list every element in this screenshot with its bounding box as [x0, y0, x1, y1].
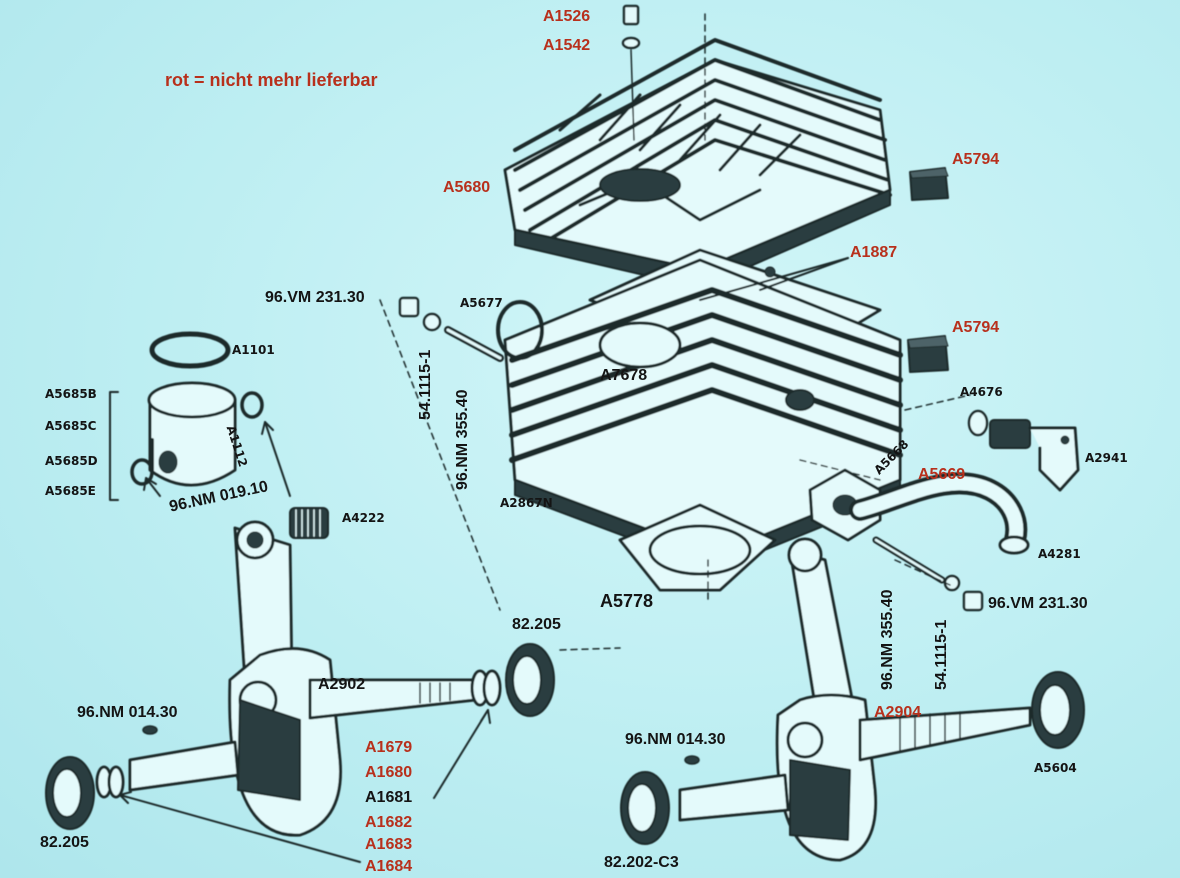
crankshaft: [128, 520, 477, 837]
label-a5685e: A5685E: [45, 484, 96, 498]
label-96nm01430-left: 96.NM 014.30: [77, 704, 178, 721]
label-a1526: A1526: [543, 8, 591, 25]
label-82205-right: 82.205: [512, 616, 561, 633]
label-a7678: A7678: [600, 367, 648, 384]
needle-bearing: [289, 507, 329, 539]
piston: [130, 381, 264, 487]
label-a5794-top: A5794: [952, 151, 1000, 168]
stud-hardware-left: [398, 296, 504, 362]
label-a5685c: A5685C: [45, 419, 97, 433]
valve: [967, 409, 1080, 492]
label-a1682: A1682: [365, 814, 413, 831]
cap-nut: [621, 4, 641, 141]
cylinder: [496, 258, 903, 571]
label-a1887: A1887: [850, 244, 898, 261]
label-a1680: A1680: [365, 764, 413, 781]
label-a1681: A1681: [365, 789, 413, 806]
label-96nm01430-right: 96.NM 014.30: [625, 731, 726, 748]
label-a2941: A2941: [1085, 451, 1128, 465]
label-a2902: A2902: [318, 676, 366, 693]
label-a4676: A4676: [960, 385, 1003, 399]
crankshaft: [678, 537, 1032, 862]
piston-ring: [149, 331, 231, 369]
rubber-block: [907, 167, 949, 373]
label-a1679: A1679: [365, 739, 413, 756]
label-a1542: A1542: [543, 37, 591, 54]
label-a1684: A1684: [365, 858, 413, 875]
label-96nm35540-top: 96.NM 355.40: [454, 389, 471, 490]
label-541115-top: 54.1115-1: [417, 349, 434, 420]
callout-lines: [109, 257, 849, 863]
label-541115-right: 54.1115-1: [933, 619, 950, 690]
label-a5685d: A5685D: [45, 454, 98, 468]
label-a4222: A4222: [342, 511, 385, 525]
label-96vm23130-top: 96.VM 231.30: [265, 289, 365, 306]
ball-bearing: [45, 643, 555, 830]
label-a1101: A1101: [232, 343, 275, 357]
label-a2904: A2904: [874, 704, 922, 721]
legend-not-available: rot = nicht mehr lieferbar: [165, 70, 378, 90]
label-a4281: A4281: [1038, 547, 1081, 561]
label-a5778: A5778: [600, 591, 654, 611]
label-a5669: A5669: [918, 466, 966, 483]
intake-pipe: [808, 468, 1030, 612]
cylinder-head: [503, 38, 892, 289]
ball-bearing: [620, 671, 1085, 845]
label-82205-left: 82.205: [40, 834, 89, 851]
label-82202-c3: 82.202-C3: [604, 854, 679, 871]
washer: [95, 669, 502, 799]
assembly-lines: [379, 13, 971, 651]
label-a5794-mid: A5794: [952, 319, 1000, 336]
label-a5685b: A5685B: [45, 387, 97, 401]
label-a2867n: A2867N: [500, 496, 553, 510]
label-96vm23130-right: 96.VM 231.30: [988, 595, 1088, 612]
label-a5677: A5677: [460, 296, 503, 310]
label-a1683: A1683: [365, 836, 413, 853]
base-gasket: [618, 503, 777, 592]
label-a5680: A5680: [443, 179, 491, 196]
label-a5604: A5604: [1034, 761, 1077, 775]
label-96nm35540-right: 96.NM 355.40: [879, 589, 896, 690]
